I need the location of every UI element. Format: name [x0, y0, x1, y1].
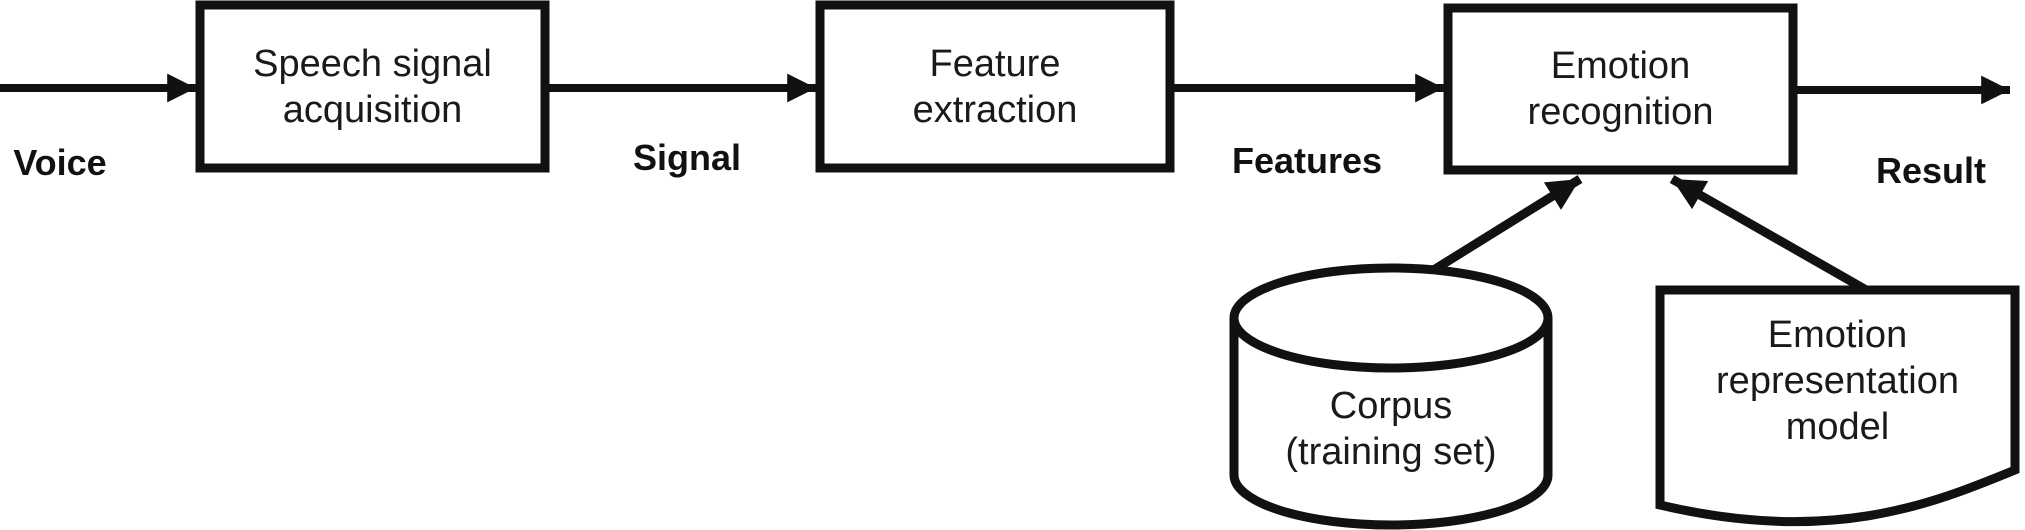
cylinder-top-ellipse — [1229, 263, 1553, 373]
document-emotion-representation-model — [1655, 285, 2020, 527]
cylinder-body — [1229, 318, 1553, 530]
arrow-corpus-to-emotion-recognition — [1429, 175, 1583, 275]
box-feature-extraction — [815, 0, 1175, 173]
arrow-model-to-emotion-recognition — [1669, 175, 1871, 295]
box-emotion-recognition — [1443, 3, 1798, 175]
box-speech-signal-acquisition — [195, 0, 550, 173]
cylinder-corpus — [1229, 263, 1553, 530]
